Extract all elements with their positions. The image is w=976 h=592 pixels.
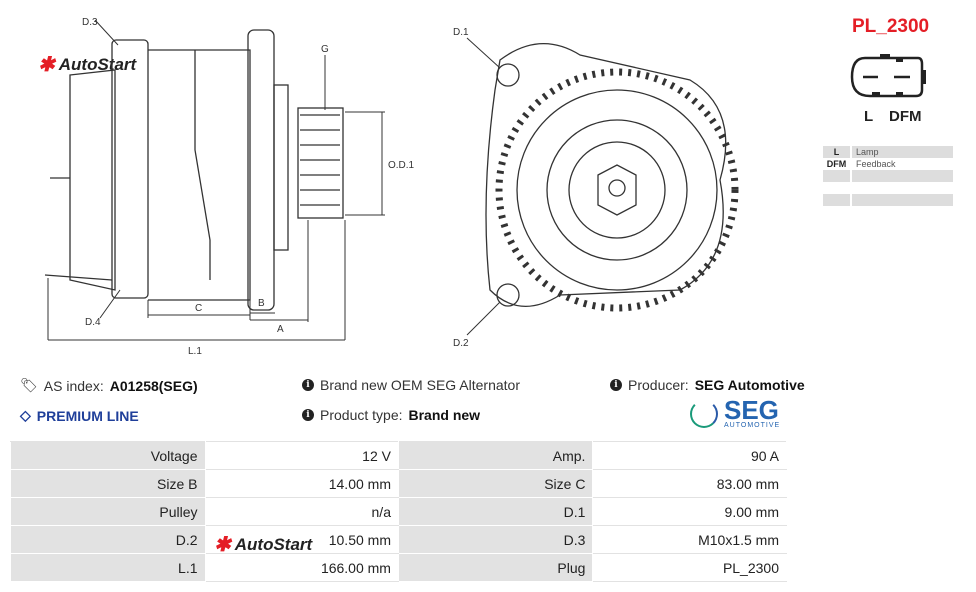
label-d4: D.4 xyxy=(85,317,101,328)
pin-row xyxy=(823,194,953,206)
logo-text: AutoStart xyxy=(58,54,137,74)
info-icon: i xyxy=(302,409,314,421)
pin-key xyxy=(823,194,850,206)
producer-label: Producer: xyxy=(628,377,689,393)
pin-key: L xyxy=(823,146,850,158)
product-type-value: Brand new xyxy=(408,407,481,423)
label-od1: O.D.1 xyxy=(388,160,415,171)
label-d3: D.3 xyxy=(82,17,98,28)
premium-line-badge: ◇ PREMIUM LINE xyxy=(20,407,139,424)
pin-row xyxy=(823,182,953,194)
label-g: G xyxy=(321,44,329,55)
spec-value: 9.00 mm xyxy=(592,497,787,526)
logo-text: AutoStart xyxy=(234,534,313,554)
as-index-label: AS index: xyxy=(43,377,104,394)
spec-value: 90 A xyxy=(592,441,787,470)
spec-value: 10.50 mm xyxy=(204,525,399,554)
diamond-icon: ◇ xyxy=(20,407,31,423)
pin-key xyxy=(823,182,850,194)
plug-title: PL_2300 xyxy=(852,16,930,37)
spec-label: D.1 xyxy=(397,497,594,526)
spec-label: Size C xyxy=(397,469,594,498)
spec-label: L.1 xyxy=(10,553,206,582)
description-text: Brand new OEM SEG Alternator xyxy=(320,377,520,393)
spec-value: 14.00 mm xyxy=(204,469,399,498)
spec-value: 83.00 mm xyxy=(592,469,787,498)
product-type-label: Product type: xyxy=(320,407,403,423)
spec-label: Voltage xyxy=(10,441,206,470)
label-c: C xyxy=(195,303,202,314)
producer-value: SEG Automotive xyxy=(694,377,805,393)
product-type: i Product type: Brand new xyxy=(302,407,480,423)
label-d2: D.2 xyxy=(453,338,469,349)
autostart-logo: ✱AutoStart xyxy=(38,52,136,77)
spec-value: M10x1.5 mm xyxy=(592,525,787,554)
label-b: B xyxy=(258,298,265,309)
spec-label: Pulley xyxy=(10,497,206,526)
plug-pin-labels: L DFM xyxy=(864,108,922,125)
spec-value: 12 V xyxy=(204,441,399,470)
as-index-value: A01258(SEG) xyxy=(109,377,198,394)
pin-value xyxy=(852,170,953,182)
autostart-watermark-logo: ✱AutoStart xyxy=(214,532,312,557)
spec-label: Plug xyxy=(397,553,594,582)
spec-label: D.3 xyxy=(397,525,594,554)
spec-label: Size B xyxy=(10,469,206,498)
plug-connector-icon xyxy=(850,54,926,98)
pin-value xyxy=(852,194,953,206)
info-icon: i xyxy=(302,379,314,391)
info-icon: i xyxy=(610,379,622,391)
seg-circle-icon xyxy=(690,399,718,428)
logo-mark-icon: ✱ xyxy=(214,534,231,556)
pin-row xyxy=(823,170,953,182)
seg-logo-text: SEG xyxy=(724,395,779,425)
tag-icon: 🏷 xyxy=(20,377,38,393)
alternator-drawing: D.3 D.4 G O.D.1 C B A L.1 D.1 D.2 xyxy=(44,17,739,357)
pin-key xyxy=(823,170,850,182)
pin-key: DFM xyxy=(826,159,847,169)
seg-logo-sub: AUTOMOTIVE xyxy=(724,422,781,429)
as-index: 🏷 AS index: A01258(SEG) xyxy=(20,377,198,394)
spec-value: 166.00 mm xyxy=(204,553,399,582)
pin-value: Feedback xyxy=(856,159,896,169)
label-a: A xyxy=(277,324,284,335)
side-view xyxy=(44,19,385,341)
spec-label: Amp. xyxy=(397,441,594,470)
logo-mark-icon: ✱ xyxy=(38,54,55,76)
pin-value xyxy=(852,182,953,194)
label-l1: L.1 xyxy=(188,346,202,357)
front-view xyxy=(466,37,739,336)
spec-value: PL_2300 xyxy=(592,553,787,582)
description: i Brand new OEM SEG Alternator xyxy=(302,377,520,393)
label-d1: D.1 xyxy=(453,27,469,38)
premium-label: PREMIUM LINE xyxy=(36,407,139,424)
producer: i Producer: SEG Automotive xyxy=(610,377,805,393)
spec-label: D.2 xyxy=(10,525,206,554)
pin-value: Lamp xyxy=(852,146,953,158)
pin-row: DFM Feedback xyxy=(823,158,953,170)
spec-value: n/a xyxy=(204,497,399,526)
